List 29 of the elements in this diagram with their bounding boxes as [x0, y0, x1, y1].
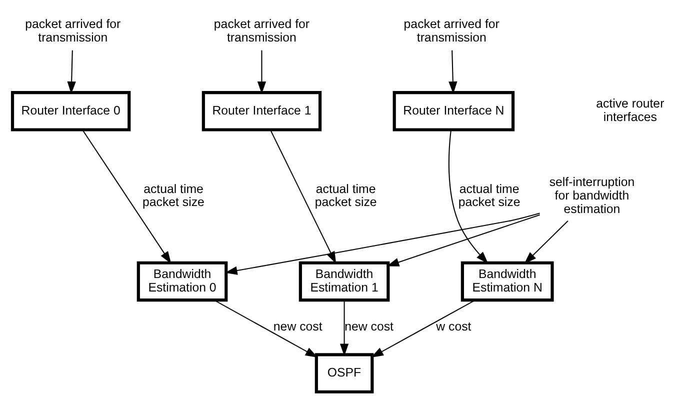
node-box: Router Interface 1	[202, 91, 322, 132]
arrow	[448, 130, 488, 264]
edge-label: new cost	[273, 320, 322, 334]
arrow	[82, 130, 172, 264]
arrow	[67, 50, 76, 94]
arrow	[371, 300, 476, 358]
node-box: OSPF	[314, 353, 374, 394]
node-box: Bandwidth Estimation 0	[136, 261, 228, 302]
arrow	[524, 220, 568, 264]
node-box: Bandwidth Estimation N	[460, 261, 554, 302]
node-box: Bandwidth Estimation 1	[298, 261, 390, 302]
edge-label: actual time packet size	[314, 182, 377, 210]
label: active router interfaces	[596, 96, 664, 124]
arrow	[448, 50, 458, 94]
edge-label: w cost	[436, 320, 472, 334]
node-box: Router Interface N	[392, 91, 515, 132]
arrow	[224, 212, 540, 275]
node-text: packet arrived for transmission	[404, 17, 500, 45]
edge-label: actual time packet size	[458, 182, 520, 210]
arrow	[386, 214, 540, 266]
node-text: packet arrived for transmission	[25, 17, 121, 45]
arrow	[340, 300, 349, 356]
edge-label: new cost	[344, 320, 394, 334]
node-text: self-interruption for bandwidth estimation	[549, 175, 635, 216]
node-box: Router Interface 0	[10, 91, 131, 132]
edge-label: actual time packet size	[142, 182, 204, 210]
node-text: packet arrived for transmission	[214, 17, 310, 45]
arrow	[257, 50, 266, 94]
arrow	[214, 300, 318, 358]
